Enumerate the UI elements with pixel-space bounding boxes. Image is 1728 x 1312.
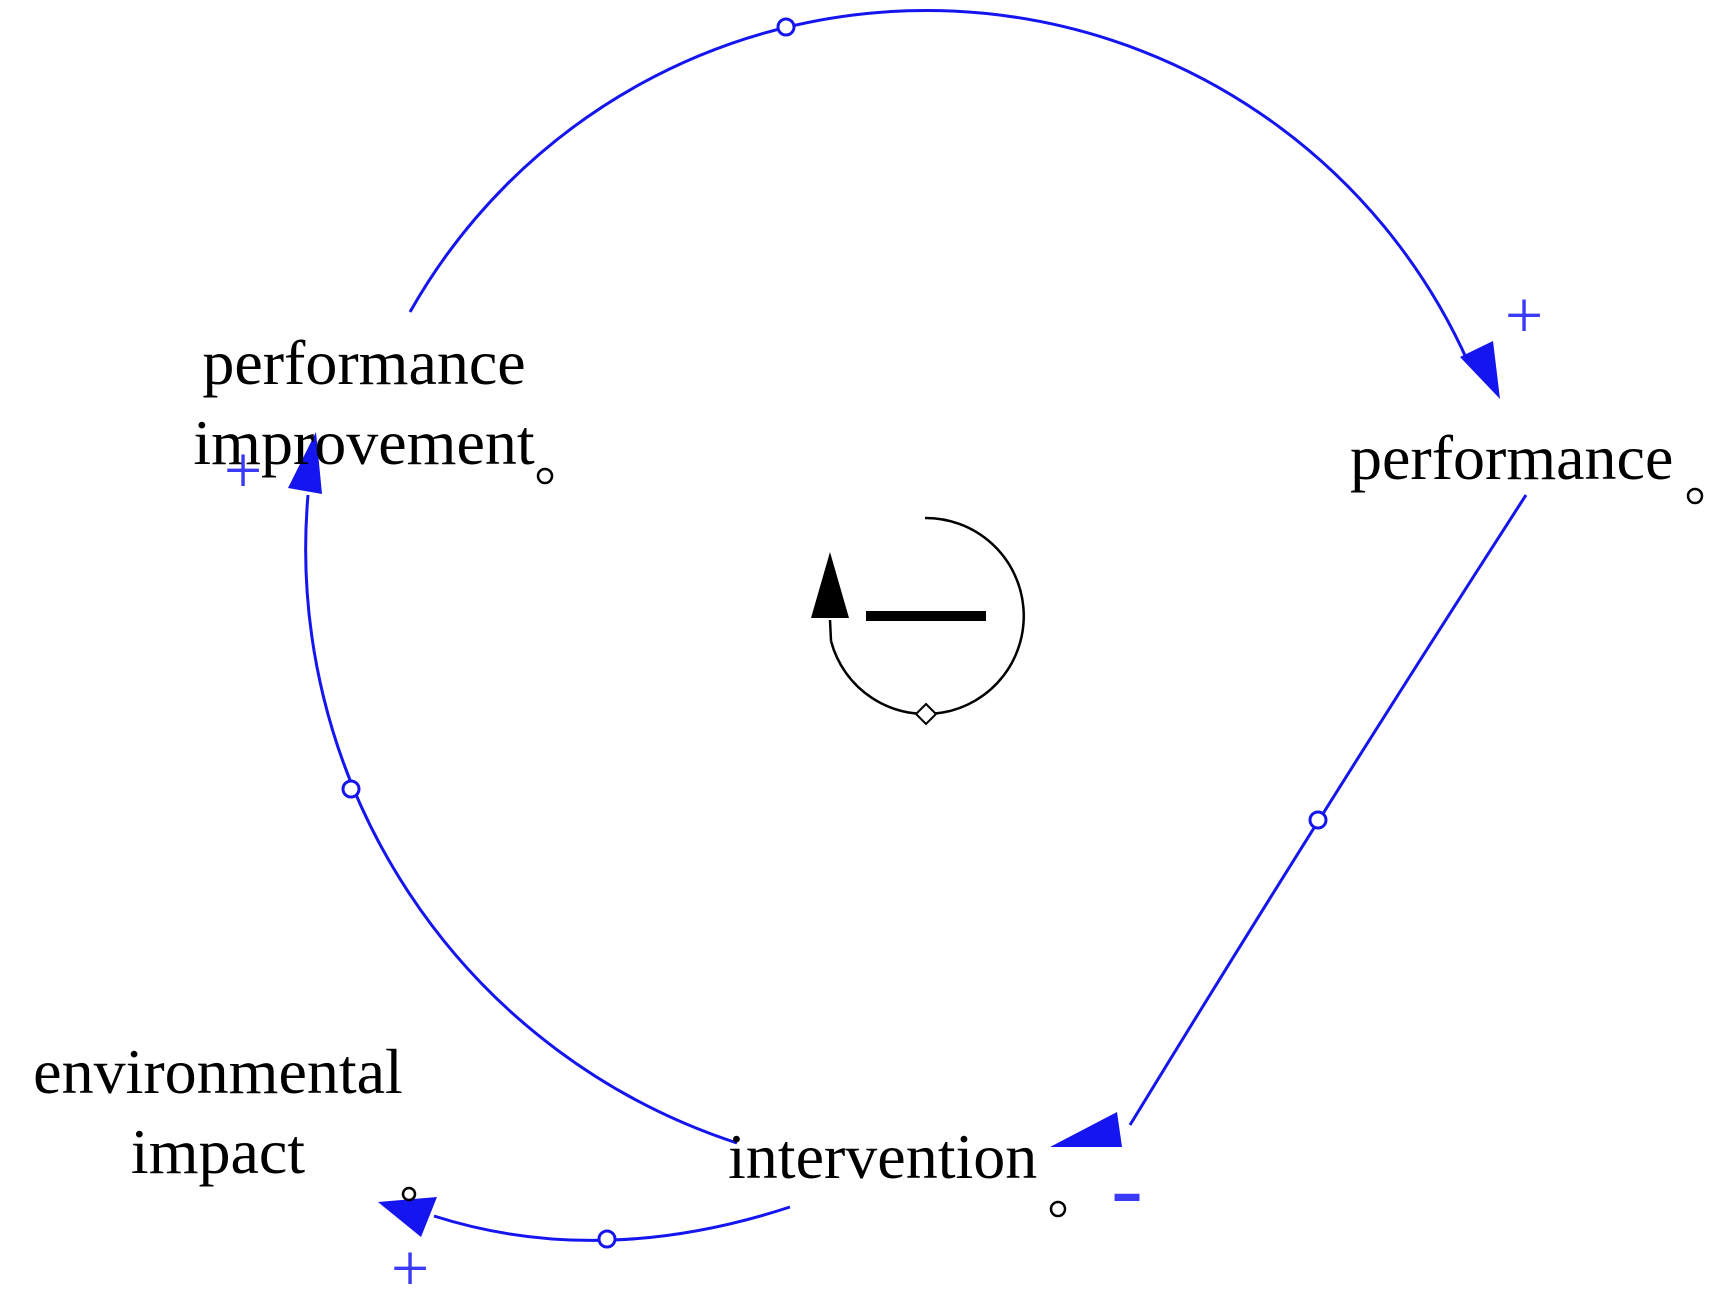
link-performance-to-intervention-arrowhead-icon[interactable] (1050, 1112, 1122, 1147)
node-intervention[interactable]: intervention (728, 1121, 1038, 1192)
loop-arrow-stub (828, 619, 833, 642)
node-label-line: impact (130, 1116, 306, 1187)
polarity-sign-performance-to-intervention: - (1111, 1134, 1143, 1241)
polarity-sign-intervention-to-environmental-impact: + (390, 1230, 430, 1306)
node-label-line: performance (202, 327, 526, 398)
node-performance-improvement-handle[interactable] (536, 467, 554, 485)
balancing-loop-minus-bar (866, 611, 986, 621)
loop-arrowhead-icon (811, 552, 849, 618)
node-environmental-impact-handle[interactable] (401, 1186, 417, 1202)
link-improvement-to-performance-handle[interactable] (776, 17, 796, 37)
link-intervention-to-improvement-handle[interactable] (341, 779, 361, 799)
link-performance-to-intervention-handle[interactable] (1308, 810, 1328, 830)
link-intervention-to-improvement[interactable] (304, 494, 738, 1145)
link-performance-to-intervention[interactable] (1128, 494, 1528, 1126)
balancing-loop-icon[interactable] (811, 516, 1026, 726)
node-performance[interactable]: performance (1350, 422, 1674, 493)
loop-diamond-handle[interactable] (914, 702, 938, 726)
link-intervention-to-environmental-impact-handle[interactable] (597, 1229, 617, 1249)
link-improvement-to-performance[interactable] (408, 9, 1470, 363)
node-performance-handle[interactable] (1686, 487, 1704, 505)
node-label-line: environmental (33, 1036, 403, 1107)
link-improvement-to-performance-arrowhead-icon[interactable] (1460, 341, 1500, 399)
loop-circle-arc (829, 516, 1026, 716)
node-intervention-handle[interactable] (1049, 1200, 1067, 1218)
link-intervention-to-improvement-arrowhead-icon[interactable] (288, 432, 322, 494)
polarity-sign-intervention-to-improvement: + (223, 432, 263, 508)
polarity-sign-improvement-to-performance: + (1504, 277, 1544, 353)
node-performance-improvement[interactable]: performance improvement (114, 323, 614, 483)
node-label-line: improvement (193, 407, 535, 478)
link-intervention-to-environmental-impact-arrowhead-icon[interactable] (378, 1197, 437, 1237)
node-environmental-impact[interactable]: environmental impact (0, 1032, 436, 1192)
